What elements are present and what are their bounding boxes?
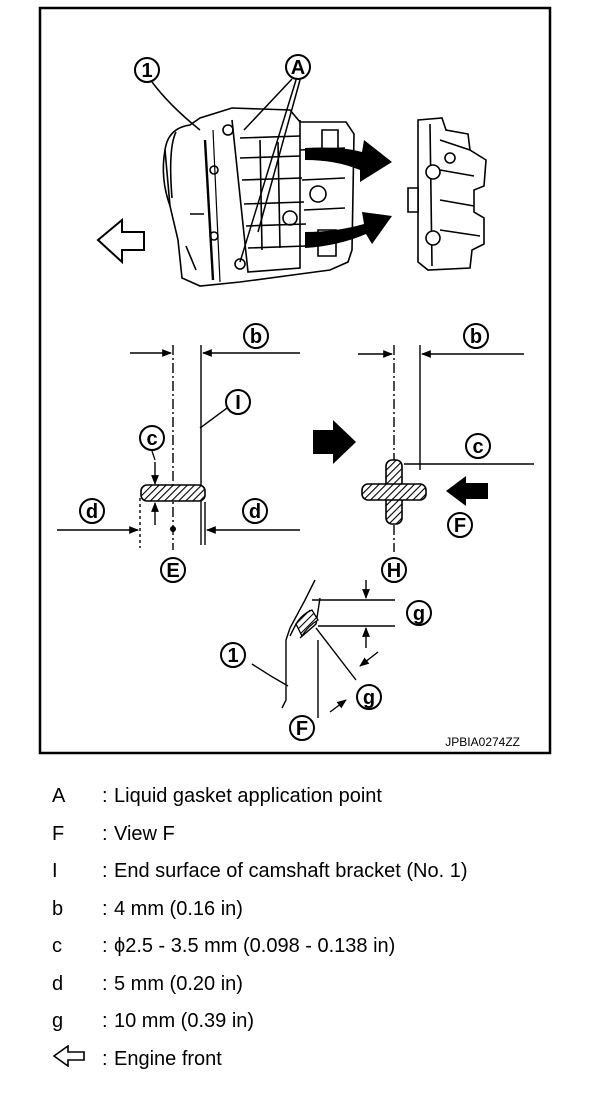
callout-b-right-circle bbox=[463, 323, 489, 349]
legend-colon: : bbox=[102, 785, 108, 808]
legend-desc: 4 mm (0.16 in) bbox=[114, 897, 243, 920]
view-direction-arrows bbox=[305, 140, 392, 248]
callout-d-right: d bbox=[249, 501, 261, 523]
legend-key: d bbox=[52, 972, 64, 995]
callout-d-right-circle bbox=[242, 498, 268, 524]
callout-1-bottom: 1 bbox=[227, 645, 238, 667]
cylinder-head-side-view bbox=[407, 117, 487, 271]
section-h-drawing bbox=[358, 345, 534, 552]
legend-colon: : bbox=[102, 1010, 108, 1033]
legend-desc: ϕ2.5 - 3.5 mm (0.098 - 0.138 in) bbox=[114, 935, 396, 958]
callout-c-left: c bbox=[146, 428, 157, 450]
callout-c-right-circle bbox=[465, 433, 491, 459]
callout-1-bottom-circle bbox=[220, 642, 246, 668]
cylinder-head-illustration bbox=[162, 107, 355, 287]
legend-row-c: c : ϕ2.5 - 3.5 mm (0.098 - 0.138 in) bbox=[52, 928, 592, 966]
legend-key: g bbox=[52, 1010, 64, 1033]
legend-key: c bbox=[52, 935, 62, 958]
legend-key: I bbox=[52, 860, 58, 883]
section-e-center-dot bbox=[170, 526, 176, 532]
legend-colon: : bbox=[102, 897, 108, 920]
legend-colon: : bbox=[102, 935, 108, 958]
legend-key: b bbox=[52, 897, 64, 920]
callout-1-top-leader bbox=[151, 81, 201, 131]
legend-key: F bbox=[52, 822, 65, 845]
legend-colon: : bbox=[102, 972, 108, 995]
legend-row-engine-front: : Engine front bbox=[52, 1041, 592, 1079]
legend: A : Liquid gasket application point F : … bbox=[52, 778, 592, 1078]
callout-f-bottom-circle bbox=[289, 715, 315, 741]
callout-g-bottom: g bbox=[363, 687, 375, 709]
callout-c-left-leader bbox=[151, 450, 156, 461]
callout-a: A bbox=[291, 57, 305, 79]
callout-i-circle bbox=[225, 389, 251, 415]
callout-f-view-circle bbox=[447, 512, 473, 538]
legend-row-f: F : View F bbox=[52, 816, 592, 854]
callout-g-top: g bbox=[413, 603, 425, 625]
engine-front-arrow-icon bbox=[96, 217, 145, 265]
legend-row-i: I : End surface of camshaft bracket (No.… bbox=[52, 853, 592, 891]
callout-e-circle bbox=[160, 557, 186, 583]
callout-b-left: b bbox=[250, 326, 262, 348]
legend-desc: Engine front bbox=[114, 1047, 222, 1070]
legend-colon: : bbox=[102, 860, 108, 883]
callout-1-top-circle bbox=[134, 57, 160, 83]
legend-desc: View F bbox=[114, 822, 175, 845]
service-diagram: 1 A bbox=[38, 6, 552, 755]
legend-desc: Liquid gasket application point bbox=[114, 785, 382, 808]
callout-g-top-circle bbox=[406, 600, 432, 626]
legend-key: A bbox=[52, 785, 66, 808]
section-e-drawing bbox=[57, 345, 300, 550]
view-f-arrow bbox=[446, 476, 488, 506]
callout-1-top: 1 bbox=[141, 60, 152, 82]
section-h-bead-horizontal bbox=[361, 483, 427, 501]
figure-frame bbox=[38, 6, 552, 755]
callout-f-bottom: F bbox=[296, 718, 308, 740]
callout-a-circle bbox=[285, 54, 311, 80]
callout-g-bottom-circle bbox=[356, 684, 382, 710]
legend-row-d: d : 5 mm (0.20 in) bbox=[52, 966, 592, 1004]
engine-front-arrow-icon bbox=[52, 1044, 102, 1073]
callout-b-right: b bbox=[470, 326, 482, 348]
legend-desc: 10 mm (0.39 in) bbox=[114, 1010, 255, 1033]
legend-colon: : bbox=[102, 822, 108, 845]
callout-i: I bbox=[235, 392, 241, 414]
legend-desc: End surface of camshaft bracket (No. 1) bbox=[114, 860, 468, 883]
callout-d-left-circle bbox=[79, 498, 105, 524]
callout-c-left-circle bbox=[139, 425, 165, 451]
callout-d-left: d bbox=[86, 501, 98, 523]
view-arrow-right bbox=[313, 420, 356, 464]
callout-h-circle bbox=[381, 557, 407, 583]
legend-row-g: g : 10 mm (0.39 in) bbox=[52, 1003, 592, 1041]
legend-row-b: b : 4 mm (0.16 in) bbox=[52, 891, 592, 929]
callout-h: H bbox=[387, 560, 401, 582]
section-callouts bbox=[79, 323, 491, 741]
callout-e: E bbox=[166, 560, 179, 582]
legend-row-a: A : Liquid gasket application point bbox=[52, 778, 592, 816]
callout-a-leaders bbox=[239, 78, 301, 263]
view-f-drawing bbox=[251, 579, 395, 718]
figure-code: JPBIA0274ZZ bbox=[445, 735, 520, 749]
section-e-bead bbox=[140, 484, 206, 502]
view-f-bead bbox=[295, 609, 319, 638]
legend-colon: : bbox=[102, 1047, 108, 1070]
callout-f-view: F bbox=[454, 515, 466, 537]
callout-c-right: c bbox=[472, 436, 483, 458]
callout-b-left-circle bbox=[243, 323, 269, 349]
legend-desc: 5 mm (0.20 in) bbox=[114, 972, 243, 995]
